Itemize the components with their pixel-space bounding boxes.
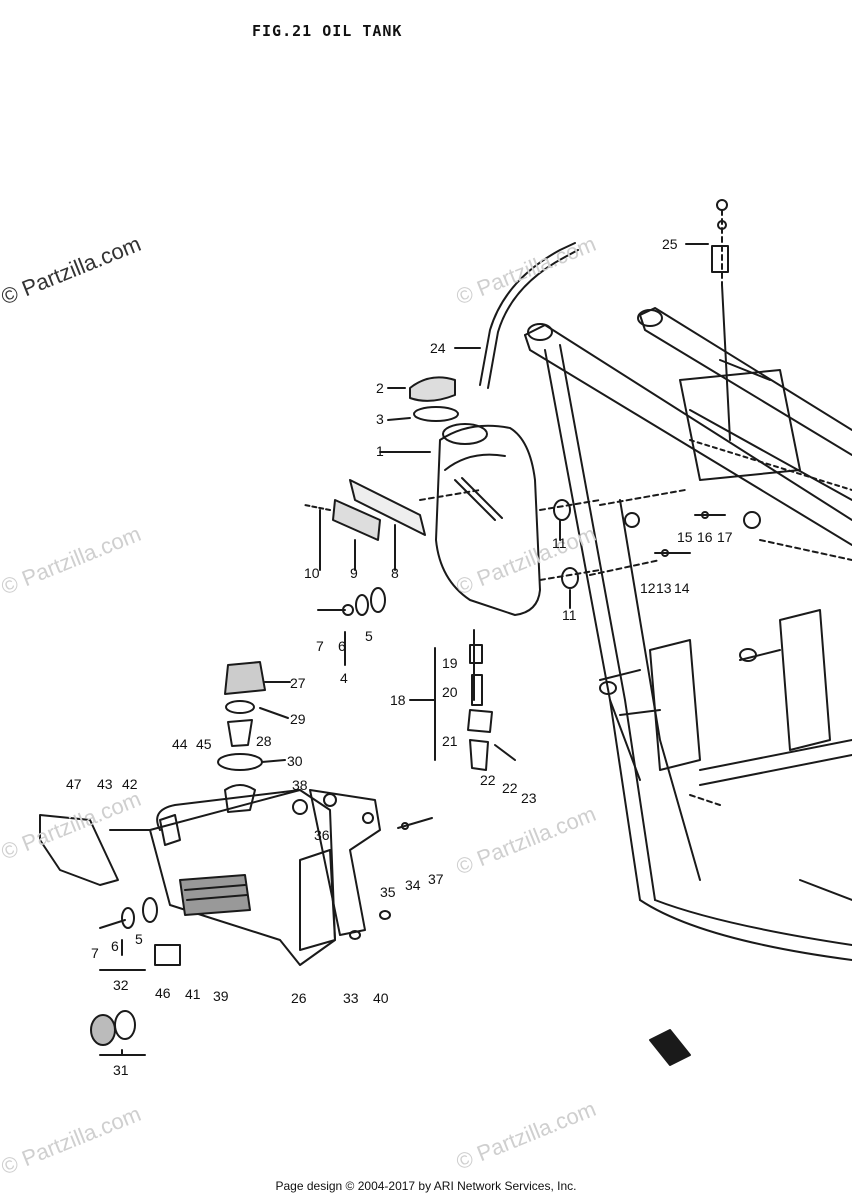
callout-21: 21 bbox=[442, 733, 458, 749]
callout-23: 23 bbox=[521, 790, 537, 806]
callout-22a: 22 bbox=[480, 772, 496, 788]
callout-11b: 11 bbox=[562, 607, 577, 623]
frame-drawing bbox=[524, 199, 852, 961]
callout-41: 41 bbox=[185, 986, 201, 1002]
callout-45: 45 bbox=[196, 736, 212, 752]
callout-1: 1 bbox=[376, 443, 384, 459]
callout-6: 6 bbox=[338, 638, 346, 654]
callout-43: 43 bbox=[97, 776, 113, 792]
figure-title: FIG.21 OIL TANK bbox=[252, 22, 403, 40]
watermark-text: © Partzilla.com bbox=[0, 786, 144, 865]
callout-36: 36 bbox=[314, 827, 330, 843]
callout-11a: 11 bbox=[552, 535, 567, 551]
callout-24: 24 bbox=[430, 340, 446, 356]
callout-28: 28 bbox=[256, 733, 272, 749]
callout-15: 15 bbox=[677, 529, 693, 545]
callout-29: 29 bbox=[290, 711, 306, 727]
callout-10: 10 bbox=[304, 565, 320, 581]
callout-44: 44 bbox=[172, 736, 188, 752]
watermark-text: © Partzilla.com bbox=[0, 1101, 144, 1180]
callout-7-lower: 7 bbox=[91, 945, 99, 961]
callout-14: 14 bbox=[674, 580, 690, 596]
callout-42: 42 bbox=[122, 776, 138, 792]
callout-37: 37 bbox=[428, 871, 444, 887]
callout-7: 7 bbox=[316, 638, 324, 654]
watermarks: © Partzilla.com © Partzilla.com © Partzi… bbox=[0, 231, 599, 1180]
watermark-text: © Partzilla.com bbox=[453, 1096, 600, 1175]
watermark-text: © Partzilla.com bbox=[453, 521, 600, 600]
watermark-text: © Partzilla.com bbox=[0, 231, 144, 310]
callout-5: 5 bbox=[365, 628, 373, 644]
callout-6-lower: 6 bbox=[111, 938, 119, 954]
callout-25: 25 bbox=[662, 236, 678, 252]
watermark-text: © Partzilla.com bbox=[453, 801, 600, 880]
callout-39: 39 bbox=[213, 988, 229, 1004]
callout-5-lower: 5 bbox=[135, 931, 143, 947]
callout-34: 34 bbox=[405, 877, 421, 893]
callout-19: 19 bbox=[442, 655, 458, 671]
callout-46: 46 bbox=[155, 985, 171, 1001]
callout-22b: 22 bbox=[502, 780, 518, 796]
callout-35: 35 bbox=[380, 884, 396, 900]
callout-4: 4 bbox=[340, 670, 348, 686]
callout-8: 8 bbox=[391, 565, 399, 581]
lower-oil-tank-part bbox=[149, 784, 381, 966]
direction-arrow-icon bbox=[649, 1029, 691, 1066]
callout-13: 13 bbox=[656, 580, 672, 596]
callout-2: 2 bbox=[376, 380, 384, 396]
callout-18: 18 bbox=[390, 692, 406, 708]
page-footer: Page design © 2004-2017 by ARI Network S… bbox=[275, 1179, 577, 1193]
callout-17: 17 bbox=[717, 529, 733, 545]
callout-12: 12 bbox=[640, 580, 656, 596]
oil-tank-part bbox=[435, 423, 686, 616]
callout-38: 38 bbox=[292, 777, 308, 793]
callout-3: 3 bbox=[376, 411, 384, 427]
callout-30: 30 bbox=[287, 753, 303, 769]
callout-labels: 1 2 3 4 5 6 7 8 9 10 11 11 12 13 14 15 1… bbox=[66, 236, 733, 1078]
callout-16: 16 bbox=[697, 529, 713, 545]
callout-20: 20 bbox=[442, 684, 458, 700]
callout-32: 32 bbox=[113, 977, 129, 993]
callout-26: 26 bbox=[291, 990, 307, 1006]
watermark-text: © Partzilla.com bbox=[453, 231, 600, 310]
callout-47: 47 bbox=[66, 776, 82, 792]
callout-33: 33 bbox=[343, 990, 359, 1006]
callout-9: 9 bbox=[350, 565, 358, 581]
watermark-text: © Partzilla.com bbox=[0, 521, 144, 600]
callout-31: 31 bbox=[113, 1062, 129, 1078]
callout-40: 40 bbox=[373, 990, 389, 1006]
callout-27: 27 bbox=[290, 675, 306, 691]
